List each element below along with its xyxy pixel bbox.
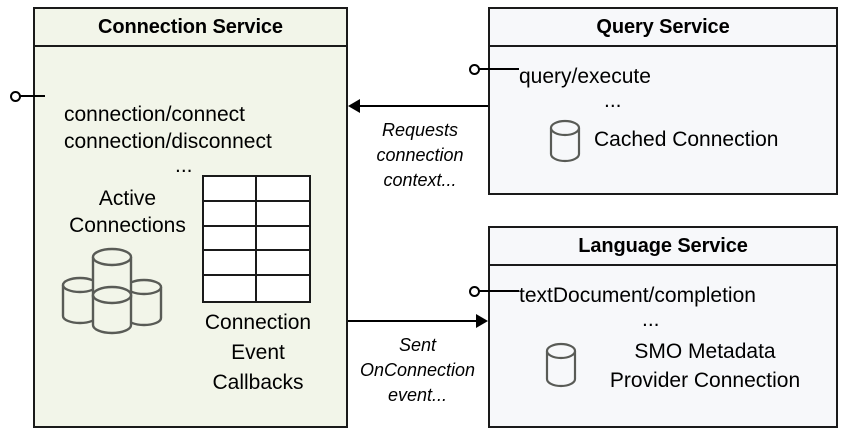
grid-cell <box>256 201 309 227</box>
interface-stem <box>479 290 519 292</box>
edge-label-line3: event... <box>387 385 448 405</box>
cached-connection-label: Cached Connection <box>594 128 779 151</box>
edge-connection-to-language-label: Sent OnConnection event... <box>350 333 485 408</box>
component-query-service[interactable]: Query Service query/execute ... Cached C… <box>488 7 838 195</box>
language-service-body: textDocument/completion ... SMO Metadata… <box>490 266 836 426</box>
language-service-title-bar: Language Service <box>490 228 836 266</box>
edge-label-line2: OnConnection <box>359 360 476 380</box>
grid-cell <box>256 276 309 301</box>
connection-service-body: connection/connect connection/disconnect… <box>35 47 346 426</box>
grid-cell <box>256 226 309 252</box>
grid-cell <box>204 276 257 301</box>
interface-stem <box>20 95 45 97</box>
interface-stem <box>479 68 519 70</box>
edge-connection-to-language-line <box>348 320 476 322</box>
edge-label-line1: Requests <box>381 120 459 140</box>
query-service-operations-ellipsis: ... <box>604 89 622 112</box>
connection-service-operations-ellipsis: ... <box>175 154 193 177</box>
callbacks-label-line3: Callbacks <box>212 371 304 394</box>
connection-service-operation-1[interactable]: connection/disconnect <box>64 130 272 153</box>
database-icon <box>548 119 582 163</box>
edge-label-line3: context... <box>383 170 457 190</box>
table-grid-icon <box>202 175 311 303</box>
component-connection-service[interactable]: Connection Service connection/connect co… <box>33 7 348 428</box>
edge-query-to-connection-arrowhead <box>348 99 360 113</box>
query-service-body: query/execute ... Cached Connection <box>490 47 836 193</box>
grid-cell <box>256 251 309 277</box>
component-language-service[interactable]: Language Service textDocument/completion… <box>488 226 838 428</box>
active-connections-label-line1: Active <box>98 187 157 210</box>
language-service-operation-0[interactable]: textDocument/completion <box>519 284 756 307</box>
callbacks-label-line1: Connection <box>204 311 312 334</box>
database-icon <box>544 342 578 388</box>
edge-query-to-connection-line <box>360 105 488 107</box>
grid-cell <box>256 177 309 202</box>
language-service-operations-ellipsis: ... <box>642 308 660 331</box>
grid-cell <box>204 177 257 202</box>
query-service-title-bar: Query Service <box>490 9 836 47</box>
grid-cell <box>204 201 257 227</box>
connection-service-title: Connection Service <box>98 15 283 38</box>
edge-label-line1: Sent <box>398 335 437 355</box>
connection-service-title-bar: Connection Service <box>35 9 346 47</box>
callbacks-label-line2: Event <box>231 341 285 364</box>
language-service-title: Language Service <box>578 234 748 257</box>
grid-cell <box>204 226 257 252</box>
grid-cell <box>204 251 257 277</box>
edge-connection-to-language-arrowhead <box>476 314 488 328</box>
edge-query-to-connection-label: Requests connection context... <box>355 118 485 193</box>
edge-label-line2: connection <box>376 145 464 165</box>
active-connections-label-line2: Connections <box>69 214 186 237</box>
query-service-title: Query Service <box>596 15 730 38</box>
database-cluster-icon <box>55 243 171 335</box>
connection-service-operation-0[interactable]: connection/connect <box>64 103 245 126</box>
smo-metadata-label-line1: SMO Metadata <box>634 340 776 363</box>
smo-metadata-label-line2: Provider Connection <box>609 369 801 392</box>
query-service-operation-0[interactable]: query/execute <box>519 65 651 88</box>
